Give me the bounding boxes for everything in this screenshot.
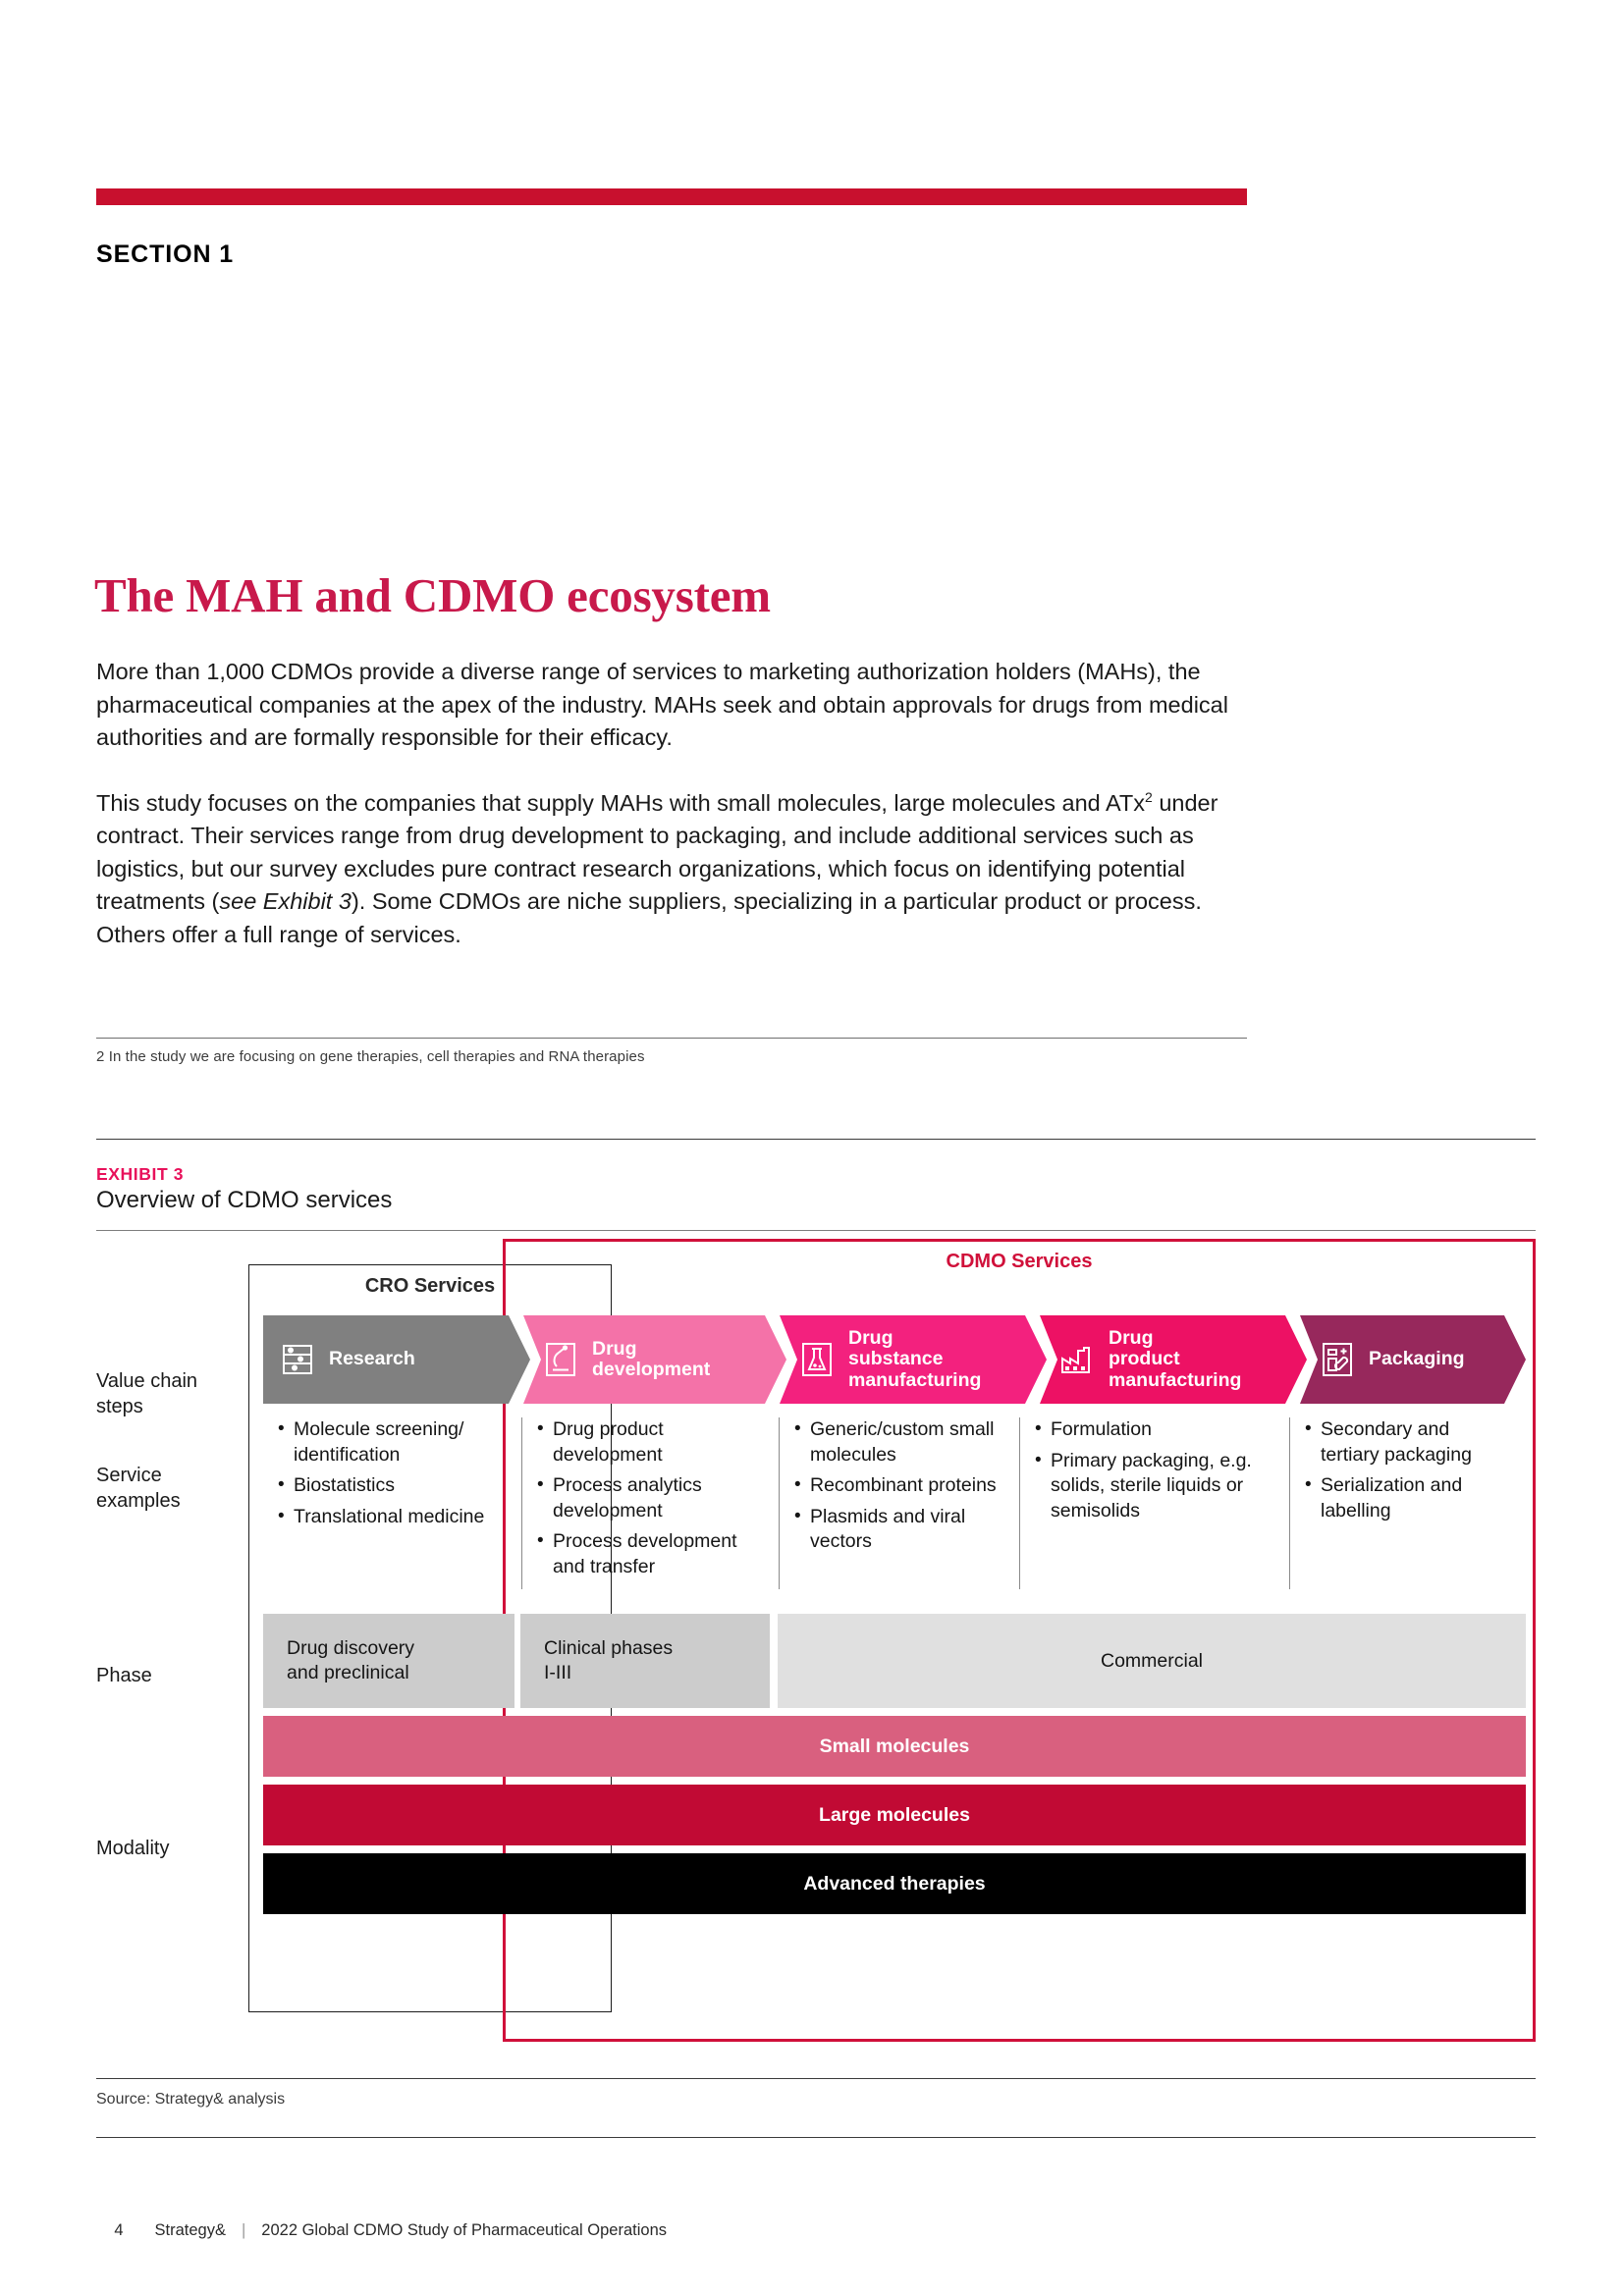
exhibit-title: Overview of CDMO services [96,1187,393,1213]
paragraph-2-part-c: ). Some CDMOs are niche suppliers, speci… [96,888,1202,947]
section-rule [96,188,1247,205]
service-item: Secondary and tertiary packaging [1304,1416,1512,1468]
phase-cell-commercial: Commercial [778,1614,1526,1708]
factory-icon [1056,1337,1098,1382]
modality-bar-small-molecules: Small molecules [263,1716,1526,1777]
source-bottom-divider [96,2137,1536,2138]
service-item: Formulation [1034,1416,1275,1443]
footer-separator: | [242,2221,246,2239]
research-sliders-icon [277,1337,318,1382]
chevron-label: Drug product manufacturing [1109,1326,1242,1391]
footnote-divider [96,1038,1247,1039]
chevron-label: Drug substance manufacturing [848,1326,982,1391]
service-column-drug-substance: Generic/custom small molecules Recombina… [779,1416,1019,1589]
page-footer: 4 Strategy& | 2022 Global CDMO Study of Pha… [96,2203,667,2259]
modality-bar-advanced-therapies: Advanced therapies [263,1853,1526,1914]
row-label-service-examples: Service examples [96,1465,181,1512]
footer-doc-title: 2022 Global CDMO Study of Pharmaceutical… [261,2221,667,2239]
service-item: Generic/custom small molecules [793,1416,1005,1468]
footnote-marker-2: 2 [1145,788,1153,805]
exhibit-top-divider [96,1139,1536,1140]
cro-services-label: CRO Services [364,1275,496,1297]
service-item: Serialization and labelling [1304,1472,1512,1523]
paragraph-1: More than 1,000 CDMOs provide a diverse … [96,659,1228,750]
service-item: Molecule screening/ identification [277,1416,508,1468]
cdmo-services-diagram: Value chain steps Service examples Phase… [96,1239,1536,2044]
cdmo-services-label: CDMO Services [946,1251,1093,1272]
footer-brand: Strategy& [154,2221,226,2239]
service-item: Plasmids and viral vectors [793,1504,1005,1555]
chevron-label: Packaging [1369,1348,1465,1370]
footer-page-number: 4 [114,2221,124,2239]
service-item: Primary packaging, e.g. solids, sterile … [1034,1448,1275,1524]
chevron-label: Research [329,1348,415,1370]
phase-cell-clinical: Clinical phases I-III [520,1614,770,1708]
row-label-modality: Modality [96,1838,170,1859]
chevron-drug-product-manufacturing[interactable]: Drug product manufacturing [1040,1315,1307,1404]
service-item: Process development and transfer [536,1528,765,1579]
row-label-value-chain: Value chain steps [96,1370,198,1417]
service-item: Drug product development [536,1416,765,1468]
section-label: SECTION 1 [96,240,235,268]
service-item: Recombinant proteins [793,1472,1005,1499]
exhibit-header-divider [96,1230,1536,1231]
paragraph-2-part-b: under contract. Their services range fro… [96,789,1218,915]
service-column-drug-product: Formulation Primary packaging, e.g. soli… [1019,1416,1289,1589]
service-column-drug-development: Drug product development Process analyti… [521,1416,779,1589]
modality-bar-large-molecules: Large molecules [263,1785,1526,1845]
service-column-packaging: Secondary and tertiary packaging Seriali… [1289,1416,1526,1589]
service-examples-row: Molecule screening/ identification Biost… [263,1416,1526,1589]
phase-cell-drug-discovery: Drug discovery and preclinical [263,1614,514,1708]
exhibit-reference: see Exhibit 3 [219,888,352,914]
paragraph-2-part-a: This study focuses on the companies that… [96,789,1145,816]
service-item: Biostatistics [277,1472,508,1499]
paragraph-2: This study focuses on the companies that… [96,787,1247,952]
phase-row: Drug discovery and preclinical Clinical … [263,1614,1526,1708]
microscope-icon [540,1337,581,1382]
service-item: Translational medicine [277,1504,508,1530]
source-note: Source: Strategy& analysis [96,2091,286,2108]
chevron-label: Drug development [592,1337,711,1380]
package-pills-icon [1317,1337,1358,1382]
body-copy: More than 1,000 CDMOs provide a diverse … [96,656,1247,984]
value-chain-chevrons: Research Drug development [263,1315,1526,1404]
row-label-phase: Phase [96,1665,152,1686]
source-top-divider [96,2078,1536,2079]
chevron-research[interactable]: Research [263,1315,530,1404]
exhibit-kicker: EXHIBIT 3 [96,1164,185,1184]
chevron-packaging[interactable]: Packaging [1300,1315,1526,1404]
chevron-drug-development[interactable]: Drug development [523,1315,786,1404]
service-item: Process analytics development [536,1472,765,1523]
service-column-research: Molecule screening/ identification Biost… [263,1416,521,1589]
flask-icon [796,1337,838,1382]
footnote-text: 2 In the study we are focusing on gene t… [96,1048,645,1065]
page-title: The MAH and CDMO ecosystem [94,568,771,622]
chevron-drug-substance-manufacturing[interactable]: Drug substance manufacturing [780,1315,1047,1404]
